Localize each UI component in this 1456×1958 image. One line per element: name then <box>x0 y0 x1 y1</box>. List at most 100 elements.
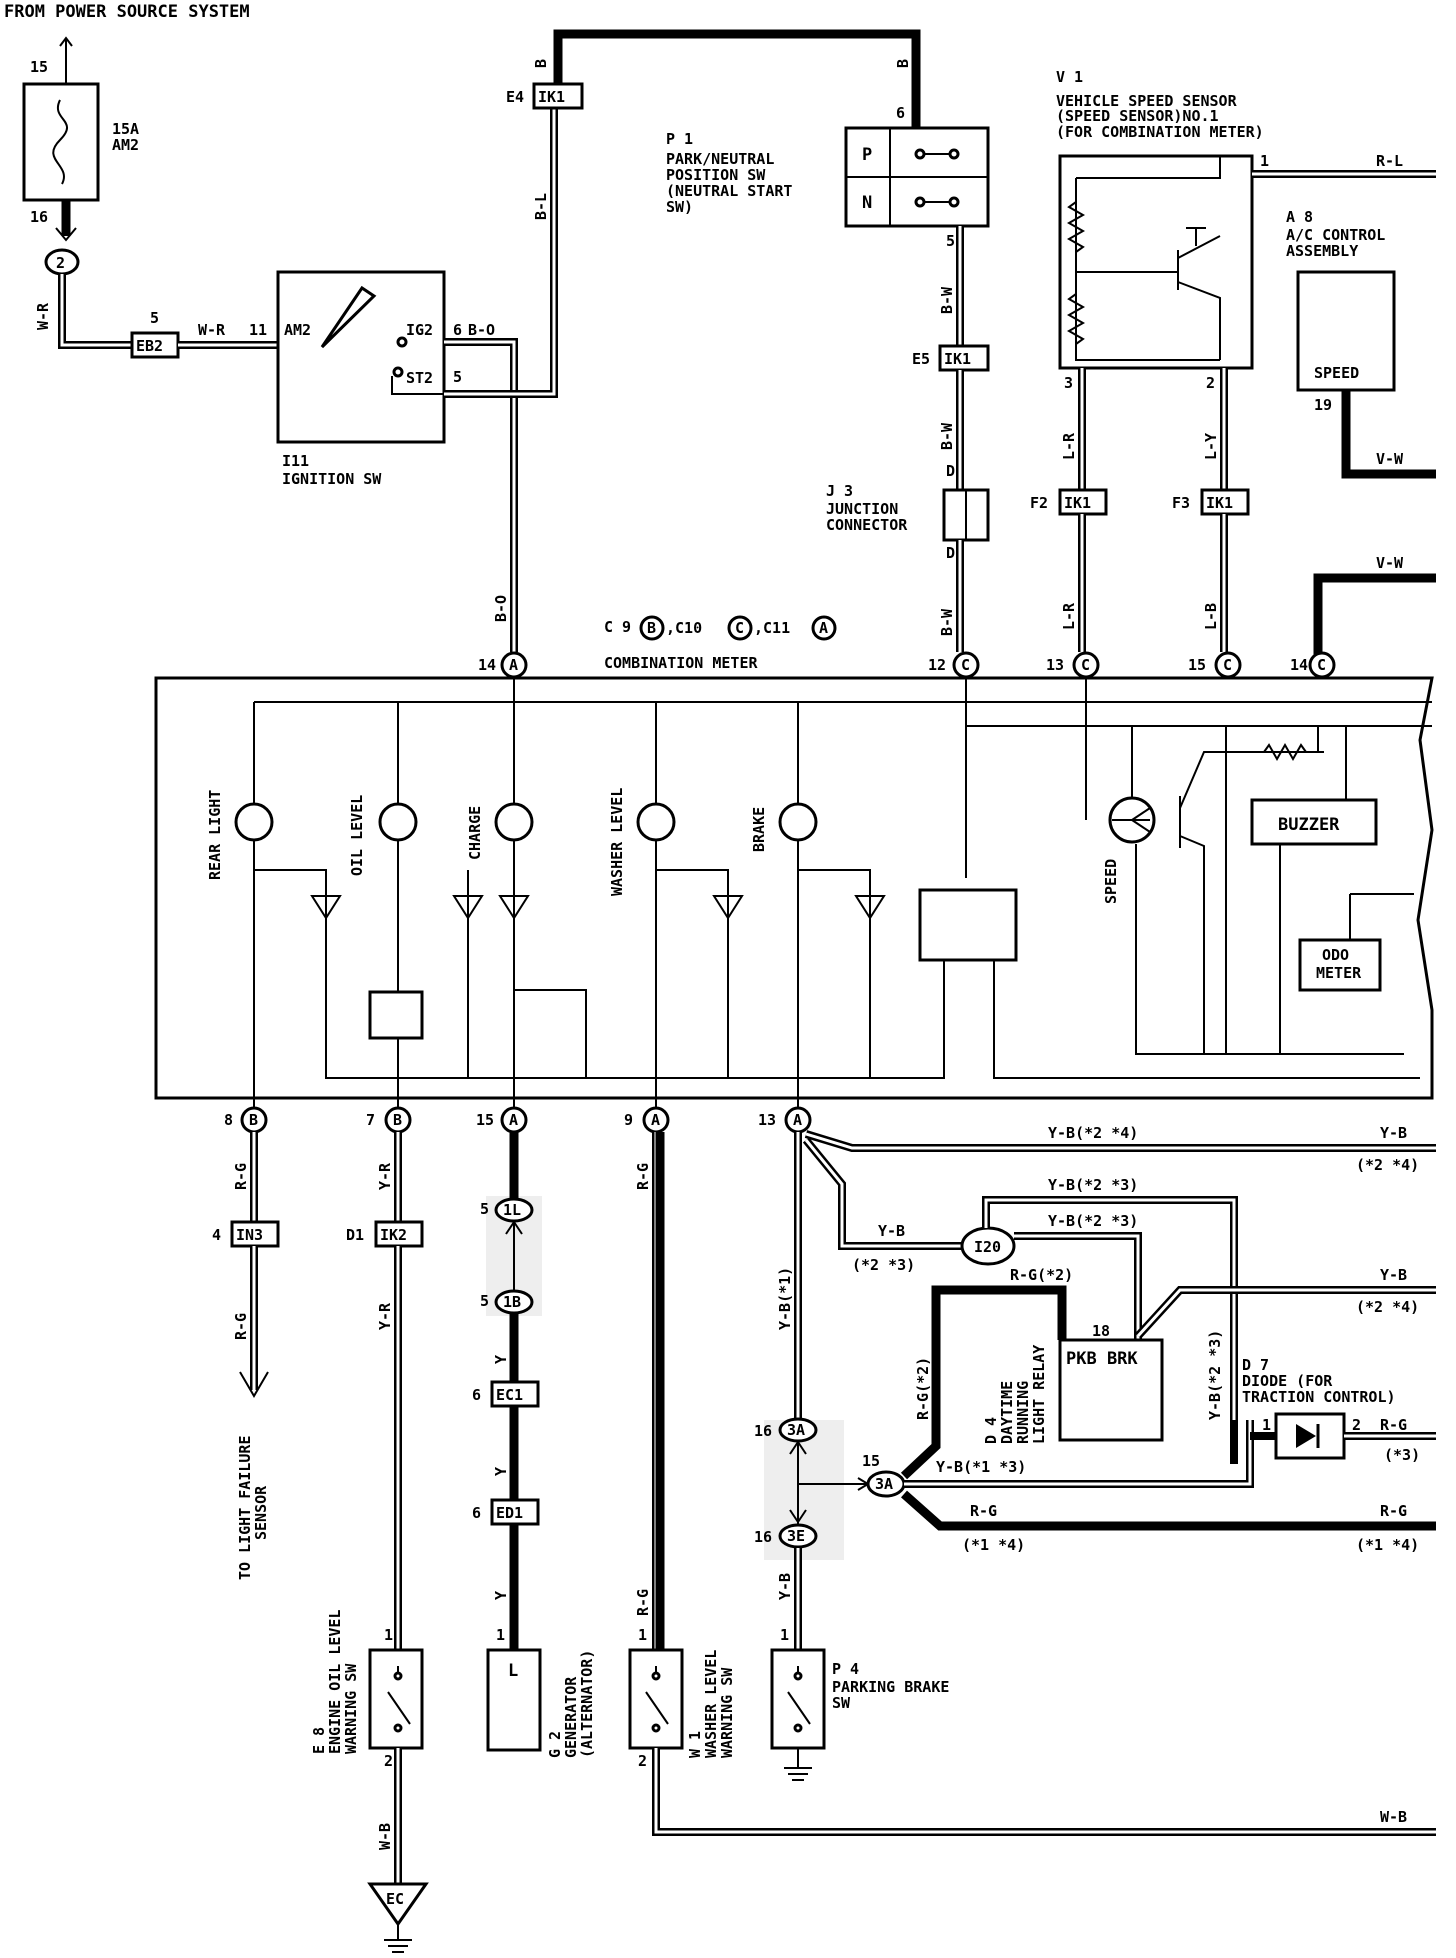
svg-text:IK2: IK2 <box>380 1226 407 1244</box>
svg-text:B: B <box>532 59 550 68</box>
svg-text:SPEED: SPEED <box>1102 859 1120 904</box>
svg-text:EC1: EC1 <box>496 1386 523 1404</box>
svg-text:3A: 3A <box>787 1421 805 1439</box>
svg-text:Y-B(*2 *3): Y-B(*2 *3) <box>1048 1176 1138 1194</box>
svg-text:5: 5 <box>480 1200 489 1218</box>
svg-text:R-G: R-G <box>634 1589 652 1616</box>
svg-text:L-R: L-R <box>1060 602 1078 630</box>
svg-text:ODO: ODO <box>1322 946 1349 964</box>
svg-text:18: 18 <box>1092 1322 1110 1340</box>
svg-text:Y-B: Y-B <box>1380 1266 1407 1284</box>
svg-text:L: L <box>508 1661 518 1681</box>
svg-text:R-G: R-G <box>232 1163 250 1190</box>
svg-text:(*2 *3): (*2 *3) <box>852 1256 915 1274</box>
svg-text:IN3: IN3 <box>236 1226 263 1244</box>
svg-text:P 1: P 1 <box>666 130 693 148</box>
svg-text:COMBINATION METER: COMBINATION METER <box>604 654 758 672</box>
svg-text:P 4: P 4 <box>832 1660 859 1678</box>
svg-text:I20: I20 <box>974 1238 1001 1256</box>
svg-text:R-L: R-L <box>1376 152 1403 170</box>
svg-text:PKB BRK: PKB BRK <box>1066 1349 1138 1369</box>
svg-text:V-W: V-W <box>1376 554 1404 572</box>
svg-text:1B: 1B <box>503 1293 521 1311</box>
svg-text:E4: E4 <box>506 88 524 106</box>
svg-text:R-G(*2): R-G(*2) <box>1010 1266 1073 1284</box>
svg-text:A 8: A 8 <box>1286 208 1313 226</box>
ignition-switch: AM2 IG2 ST2 I11 IGNITION SW <box>276 270 446 488</box>
svg-text:EB2: EB2 <box>136 337 163 355</box>
svg-text:(FOR COMBINATION METER): (FOR COMBINATION METER) <box>1056 123 1264 141</box>
svg-text:15A: 15A <box>112 120 139 138</box>
svg-text:SPEED: SPEED <box>1314 364 1359 382</box>
svg-text:Y-B(*1): Y-B(*1) <box>776 1267 794 1330</box>
svg-text:A: A <box>509 656 518 674</box>
svg-text:2: 2 <box>384 1752 393 1770</box>
svg-text:V 1: V 1 <box>1056 68 1083 86</box>
vehicle-speed-sensor: V 1 VEHICLE SPEED SENSOR (SPEED SENSOR)N… <box>1056 68 1264 370</box>
svg-text:15: 15 <box>1188 656 1206 674</box>
svg-text:4: 4 <box>212 1226 221 1244</box>
svg-text:(*2 *4): (*2 *4) <box>1356 1156 1419 1174</box>
svg-text:AM2: AM2 <box>112 136 139 154</box>
svg-text:2: 2 <box>1206 374 1215 392</box>
svg-text:8: 8 <box>1058 1322 1067 1340</box>
svg-text:R-G: R-G <box>970 1502 997 1520</box>
svg-text:(NEUTRAL START: (NEUTRAL START <box>666 182 792 200</box>
svg-text:TRACTION CONTROL): TRACTION CONTROL) <box>1242 1388 1396 1406</box>
svg-text:R-G: R-G <box>1380 1502 1407 1520</box>
svg-text:Y-B(*2 *4): Y-B(*2 *4) <box>1048 1124 1138 1142</box>
svg-text:14: 14 <box>1290 656 1308 674</box>
svg-text:PARKING BRAKE: PARKING BRAKE <box>832 1678 949 1696</box>
svg-text:W-R: W-R <box>34 302 52 330</box>
svg-text:5: 5 <box>946 232 955 250</box>
svg-text:6: 6 <box>896 104 905 122</box>
svg-text:WASHER LEVEL: WASHER LEVEL <box>702 1650 720 1758</box>
svg-text:Y: Y <box>492 1355 510 1364</box>
daytime-running-light-relay: R-G(*2) R-G(*2) 8 18 PKB BRK D 4 DAYTIME… <box>900 1266 1164 1480</box>
svg-text:WASHER LEVEL: WASHER LEVEL <box>608 788 626 896</box>
svg-text:R-G: R-G <box>1380 1416 1407 1434</box>
svg-text:IK1: IK1 <box>1206 494 1233 512</box>
svg-text:8: 8 <box>224 1111 233 1129</box>
svg-text:ENGINE OIL LEVEL: ENGINE OIL LEVEL <box>326 1610 344 1755</box>
svg-text:2: 2 <box>638 1752 647 1770</box>
svg-text:ASSEMBLY: ASSEMBLY <box>1286 242 1358 260</box>
svg-text:B: B <box>894 59 912 68</box>
svg-text:B-W: B-W <box>938 608 956 636</box>
svg-text:EC: EC <box>386 1890 404 1908</box>
header-title: FROM POWER SOURCE SYSTEM <box>4 2 250 22</box>
svg-text:CONNECTOR: CONNECTOR <box>826 516 908 534</box>
svg-text:6: 6 <box>472 1504 481 1522</box>
svg-text:Y-B(*1 *3): Y-B(*1 *3) <box>936 1458 1026 1476</box>
svg-text:B-L: B-L <box>532 193 550 220</box>
lamp-brake <box>778 802 818 842</box>
svg-text:C: C <box>1081 656 1090 674</box>
svg-text:W-B: W-B <box>1380 1808 1407 1826</box>
svg-text:1: 1 <box>1262 1416 1271 1434</box>
svg-text:REAR LIGHT: REAR LIGHT <box>206 790 224 880</box>
svg-text:3: 3 <box>1064 374 1073 392</box>
svg-text:(*3): (*3) <box>1384 1446 1420 1464</box>
svg-text:(*1 *4): (*1 *4) <box>962 1536 1025 1554</box>
diode-traction-control: D 7 DIODE (FOR TRACTION CONTROL) <box>1242 1356 1396 1460</box>
svg-text:2: 2 <box>56 254 65 272</box>
svg-text:(SPEED SENSOR)NO.1: (SPEED SENSOR)NO.1 <box>1056 107 1219 125</box>
svg-text:1: 1 <box>384 1626 393 1644</box>
svg-text:AM2: AM2 <box>284 321 311 339</box>
svg-text:13: 13 <box>758 1111 776 1129</box>
svg-text:9: 9 <box>624 1111 633 1129</box>
fuse-am2: 15 15A AM2 16 2 <box>22 36 139 276</box>
svg-text:B-W: B-W <box>938 286 956 314</box>
svg-text:RUNNING: RUNNING <box>1014 1381 1032 1444</box>
svg-text:1: 1 <box>638 1626 647 1644</box>
svg-text:SW): SW) <box>666 198 693 216</box>
svg-text:D 7: D 7 <box>1242 1356 1269 1374</box>
svg-text:13: 13 <box>1046 656 1064 674</box>
svg-text:Y-R: Y-R <box>376 1162 394 1190</box>
svg-text:W 1: W 1 <box>686 1731 704 1758</box>
svg-text:P: P <box>862 145 872 165</box>
svg-text:Y-R: Y-R <box>376 1302 394 1330</box>
svg-text:1: 1 <box>496 1626 505 1644</box>
svg-text:3E: 3E <box>787 1527 805 1545</box>
svg-text:1: 1 <box>780 1626 789 1644</box>
